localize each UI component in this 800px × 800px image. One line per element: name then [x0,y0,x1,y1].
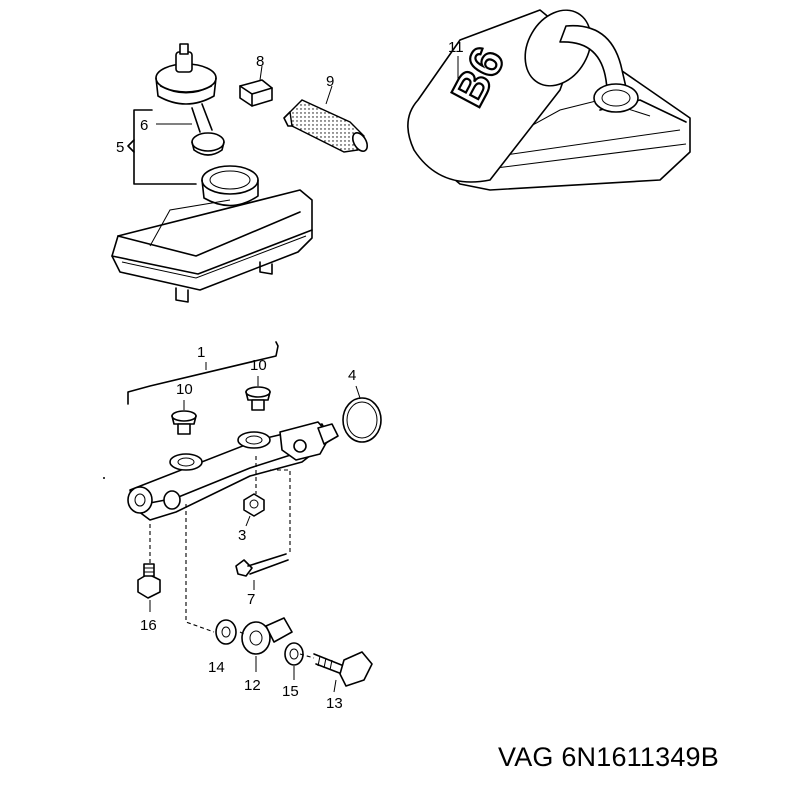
bracket-5 [133,109,197,185]
callout-8: 8 [256,53,264,70]
grommet-8 [239,79,273,107]
callout-5: 5 [116,139,124,156]
master-cylinder [127,421,339,521]
banjo-bolt-13 [313,651,373,687]
plug-16 [137,563,161,599]
washer-15 [284,642,304,666]
reservoir-cap [155,43,225,156]
banjo-fitting-12 [241,617,293,655]
o-ring-4 [342,397,382,443]
callout-1: 1 [197,344,205,361]
callout-14: 14 [208,659,225,676]
callout-12: 12 [244,677,261,694]
callout-10-left: 10 [176,381,193,398]
callout-15: 15 [282,683,299,700]
hose-boot-9 [283,99,369,153]
nut-3 [243,493,265,517]
callout-10-right: 10 [250,357,267,374]
callout-16: 16 [140,617,157,634]
plug-10-left [171,410,197,435]
part-number-caption: VAG 6N1611349B [498,742,719,773]
callout-6: 6 [140,117,148,134]
bracket-1 [127,341,279,405]
callout-11: 11 [448,39,464,56]
fluid-reservoir [111,165,313,303]
plug-10-right [245,386,271,411]
bolt-7 [235,553,289,577]
callout-labels: 1 3 4 5 6 7 8 9 10 10 11 12 13 14 15 16 [116,39,464,712]
part-number: 6N1611349B [561,742,719,772]
callout-3: 3 [238,527,246,544]
callout-7: 7 [247,591,255,608]
washer-14 [215,619,237,645]
callout-13: 13 [326,695,343,712]
brand-label: VAG [498,742,554,772]
callout-9: 9 [326,73,334,90]
assembly-guide-lines [149,456,315,659]
callout-4: 4 [348,367,356,384]
brake-fluid-bottle: B6 [407,9,691,191]
